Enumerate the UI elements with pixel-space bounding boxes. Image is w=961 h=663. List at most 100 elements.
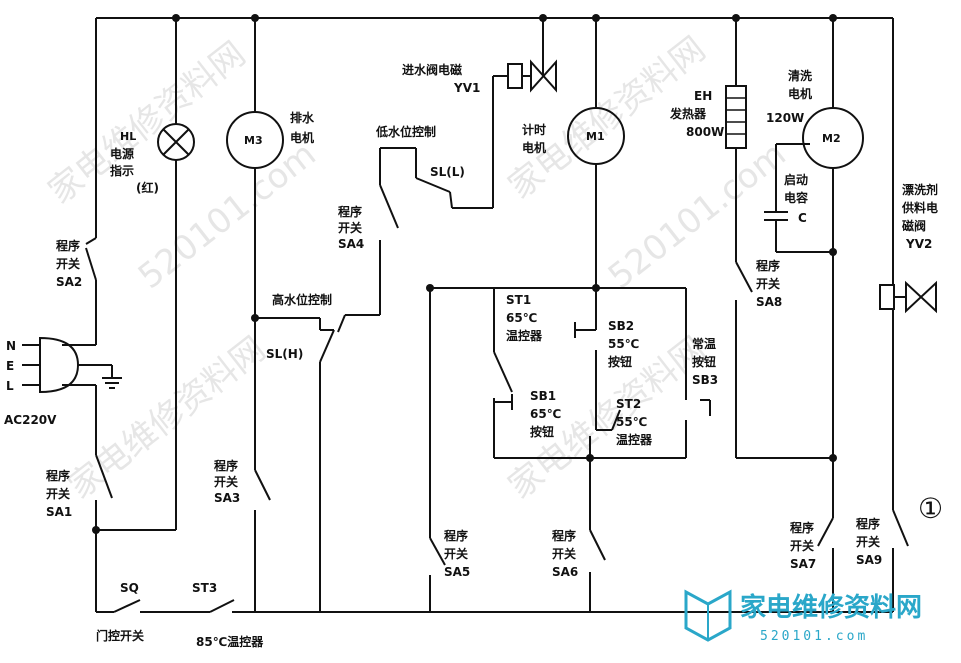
svg-text:启动: 启动 xyxy=(784,172,808,187)
svg-text:开关: 开关 xyxy=(46,486,70,501)
switch-sa9: 程序 开关 SA9 xyxy=(856,516,882,567)
svg-text:M3: M3 xyxy=(244,134,263,147)
svg-text:65℃: 65℃ xyxy=(530,407,561,421)
valve-icon xyxy=(530,59,557,93)
svg-text:程序: 程序 xyxy=(790,520,814,535)
switch-sa3: 程序 开关 SA3 xyxy=(214,458,240,505)
svg-text:SA2: SA2 xyxy=(56,275,82,289)
switch-sa4: 程序 开关 SA4 xyxy=(338,204,364,251)
svg-text:程序: 程序 xyxy=(756,258,780,273)
svg-text:常温: 常温 xyxy=(692,336,716,351)
heater-eh: EH 发热器 800W xyxy=(669,14,833,459)
svg-text:磁阀: 磁阀 xyxy=(901,218,926,233)
svg-text:YV1: YV1 xyxy=(453,81,480,95)
svg-text:开关: 开关 xyxy=(214,474,238,489)
svg-text:门控开关: 门控开关 xyxy=(96,628,144,643)
svg-text:指示: 指示 xyxy=(110,163,134,178)
svg-text:SA8: SA8 xyxy=(756,295,782,309)
junction-dot xyxy=(92,526,100,534)
svg-text:开关: 开关 xyxy=(856,534,880,549)
svg-text:M2: M2 xyxy=(822,132,841,145)
thermostat-block: ST1 65℃ 温控器 SB2 55℃ 按钮 SB1 65℃ 按钮 ST2 55… xyxy=(426,284,718,612)
switch-sa5: 程序 开关 SA5 xyxy=(444,528,470,579)
svg-text:温控器: 温控器 xyxy=(616,432,653,447)
svg-text:开关: 开关 xyxy=(338,220,362,235)
svg-text:85℃温控器: 85℃温控器 xyxy=(196,634,264,649)
svg-text:SA6: SA6 xyxy=(552,565,578,579)
svg-text:55℃: 55℃ xyxy=(616,415,647,429)
svg-text:供料电: 供料电 xyxy=(901,200,938,215)
heater-icon xyxy=(725,85,747,149)
plug-pin-n: N xyxy=(6,339,16,353)
svg-text:发热器: 发热器 xyxy=(669,106,707,121)
svg-text:高水位控制: 高水位控制 xyxy=(272,292,332,307)
indicator-lamp-hl: HL 电源 指示 (红) xyxy=(110,14,195,530)
svg-text:程序: 程序 xyxy=(338,204,362,219)
svg-text:SA7: SA7 xyxy=(790,557,816,571)
logo-url: 520101.com xyxy=(760,629,868,644)
high-level-switch-slh: 高水位控制 SL(H) xyxy=(255,240,381,612)
svg-text:SB1: SB1 xyxy=(530,389,556,403)
svg-text:开关: 开关 xyxy=(56,256,80,271)
svg-text:计时: 计时 xyxy=(522,122,546,137)
svg-text:开关: 开关 xyxy=(790,538,814,553)
watermark-url: 520101.com xyxy=(131,134,324,297)
svg-text:800W: 800W xyxy=(686,125,724,139)
plug-pin-e: E xyxy=(6,359,14,373)
plug-pin-l: L xyxy=(6,379,14,393)
svg-text:电源: 电源 xyxy=(110,146,134,161)
svg-text:SB3: SB3 xyxy=(692,373,718,387)
switch-sa7: 程序 开关 SA7 xyxy=(790,520,816,571)
thermostat-st3: ST3 85℃温控器 xyxy=(192,581,264,649)
wash-motor-m2: M2 清洗 电机 120W xyxy=(766,14,864,547)
svg-text:SA3: SA3 xyxy=(214,491,240,505)
timer-motor-m1: M1 计时 电机 xyxy=(522,14,625,288)
valve-icon xyxy=(905,280,937,314)
svg-text:(红): (红) xyxy=(136,180,159,195)
main-wiring xyxy=(62,17,894,613)
svg-text:电机: 电机 xyxy=(788,86,812,101)
svg-text:EH: EH xyxy=(694,89,712,103)
svg-text:HL: HL xyxy=(120,130,136,143)
plug-voltage-label: AC220V xyxy=(4,413,57,427)
switch-sa1: 程序 开关 SA1 xyxy=(46,454,113,519)
svg-text:漂洗剂: 漂洗剂 xyxy=(902,182,938,197)
svg-text:SB2: SB2 xyxy=(608,319,634,333)
svg-text:程序: 程序 xyxy=(444,528,468,543)
svg-text:开关: 开关 xyxy=(444,546,468,561)
svg-text:SL(H): SL(H) xyxy=(266,347,303,361)
svg-text:C: C xyxy=(798,211,807,225)
svg-text:低水位控制: 低水位控制 xyxy=(375,124,436,139)
svg-text:ST1: ST1 xyxy=(506,293,531,307)
logo-text: 家电维修资料网 xyxy=(740,592,922,623)
rinse-valve-yv2: 漂洗剂 供料电 磁阀 YV2 xyxy=(879,182,938,547)
svg-text:65℃: 65℃ xyxy=(506,311,537,325)
svg-text:开关: 开关 xyxy=(756,276,780,291)
low-level-switch-sll: 低水位控制 SL(L) xyxy=(375,75,508,229)
svg-text:SA9: SA9 xyxy=(856,553,882,567)
svg-text:M1: M1 xyxy=(586,130,605,143)
svg-text:SL(L): SL(L) xyxy=(430,165,465,179)
switch-sa8: 程序 开关 SA8 xyxy=(756,258,782,309)
svg-text:程序: 程序 xyxy=(856,516,880,531)
svg-text:ST2: ST2 xyxy=(616,397,641,411)
svg-text:SA5: SA5 xyxy=(444,565,470,579)
svg-text:排水: 排水 xyxy=(290,110,315,125)
inlet-valve-yv1: 进水阀电磁 YV1 xyxy=(402,14,557,95)
svg-text:清洗: 清洗 xyxy=(788,68,812,83)
svg-text:120W: 120W xyxy=(766,111,804,125)
svg-text:按钮: 按钮 xyxy=(692,354,716,369)
watermark-layer: 家电维修资料网 520101.com 家电维修资料网 520101.com 家电… xyxy=(41,29,794,507)
svg-text:程序: 程序 xyxy=(56,238,80,253)
svg-text:开关: 开关 xyxy=(552,546,576,561)
svg-text:程序: 程序 xyxy=(46,468,70,483)
figure-number: ① xyxy=(918,492,943,525)
svg-text:电机: 电机 xyxy=(290,130,314,145)
svg-text:SA4: SA4 xyxy=(338,237,364,251)
svg-text:进水阀电磁: 进水阀电磁 xyxy=(402,62,462,77)
svg-text:按钮: 按钮 xyxy=(608,354,632,369)
svg-text:55℃: 55℃ xyxy=(608,337,639,351)
site-logo: 家电维修资料网 520101.com xyxy=(684,589,922,644)
svg-text:电机: 电机 xyxy=(522,140,546,155)
